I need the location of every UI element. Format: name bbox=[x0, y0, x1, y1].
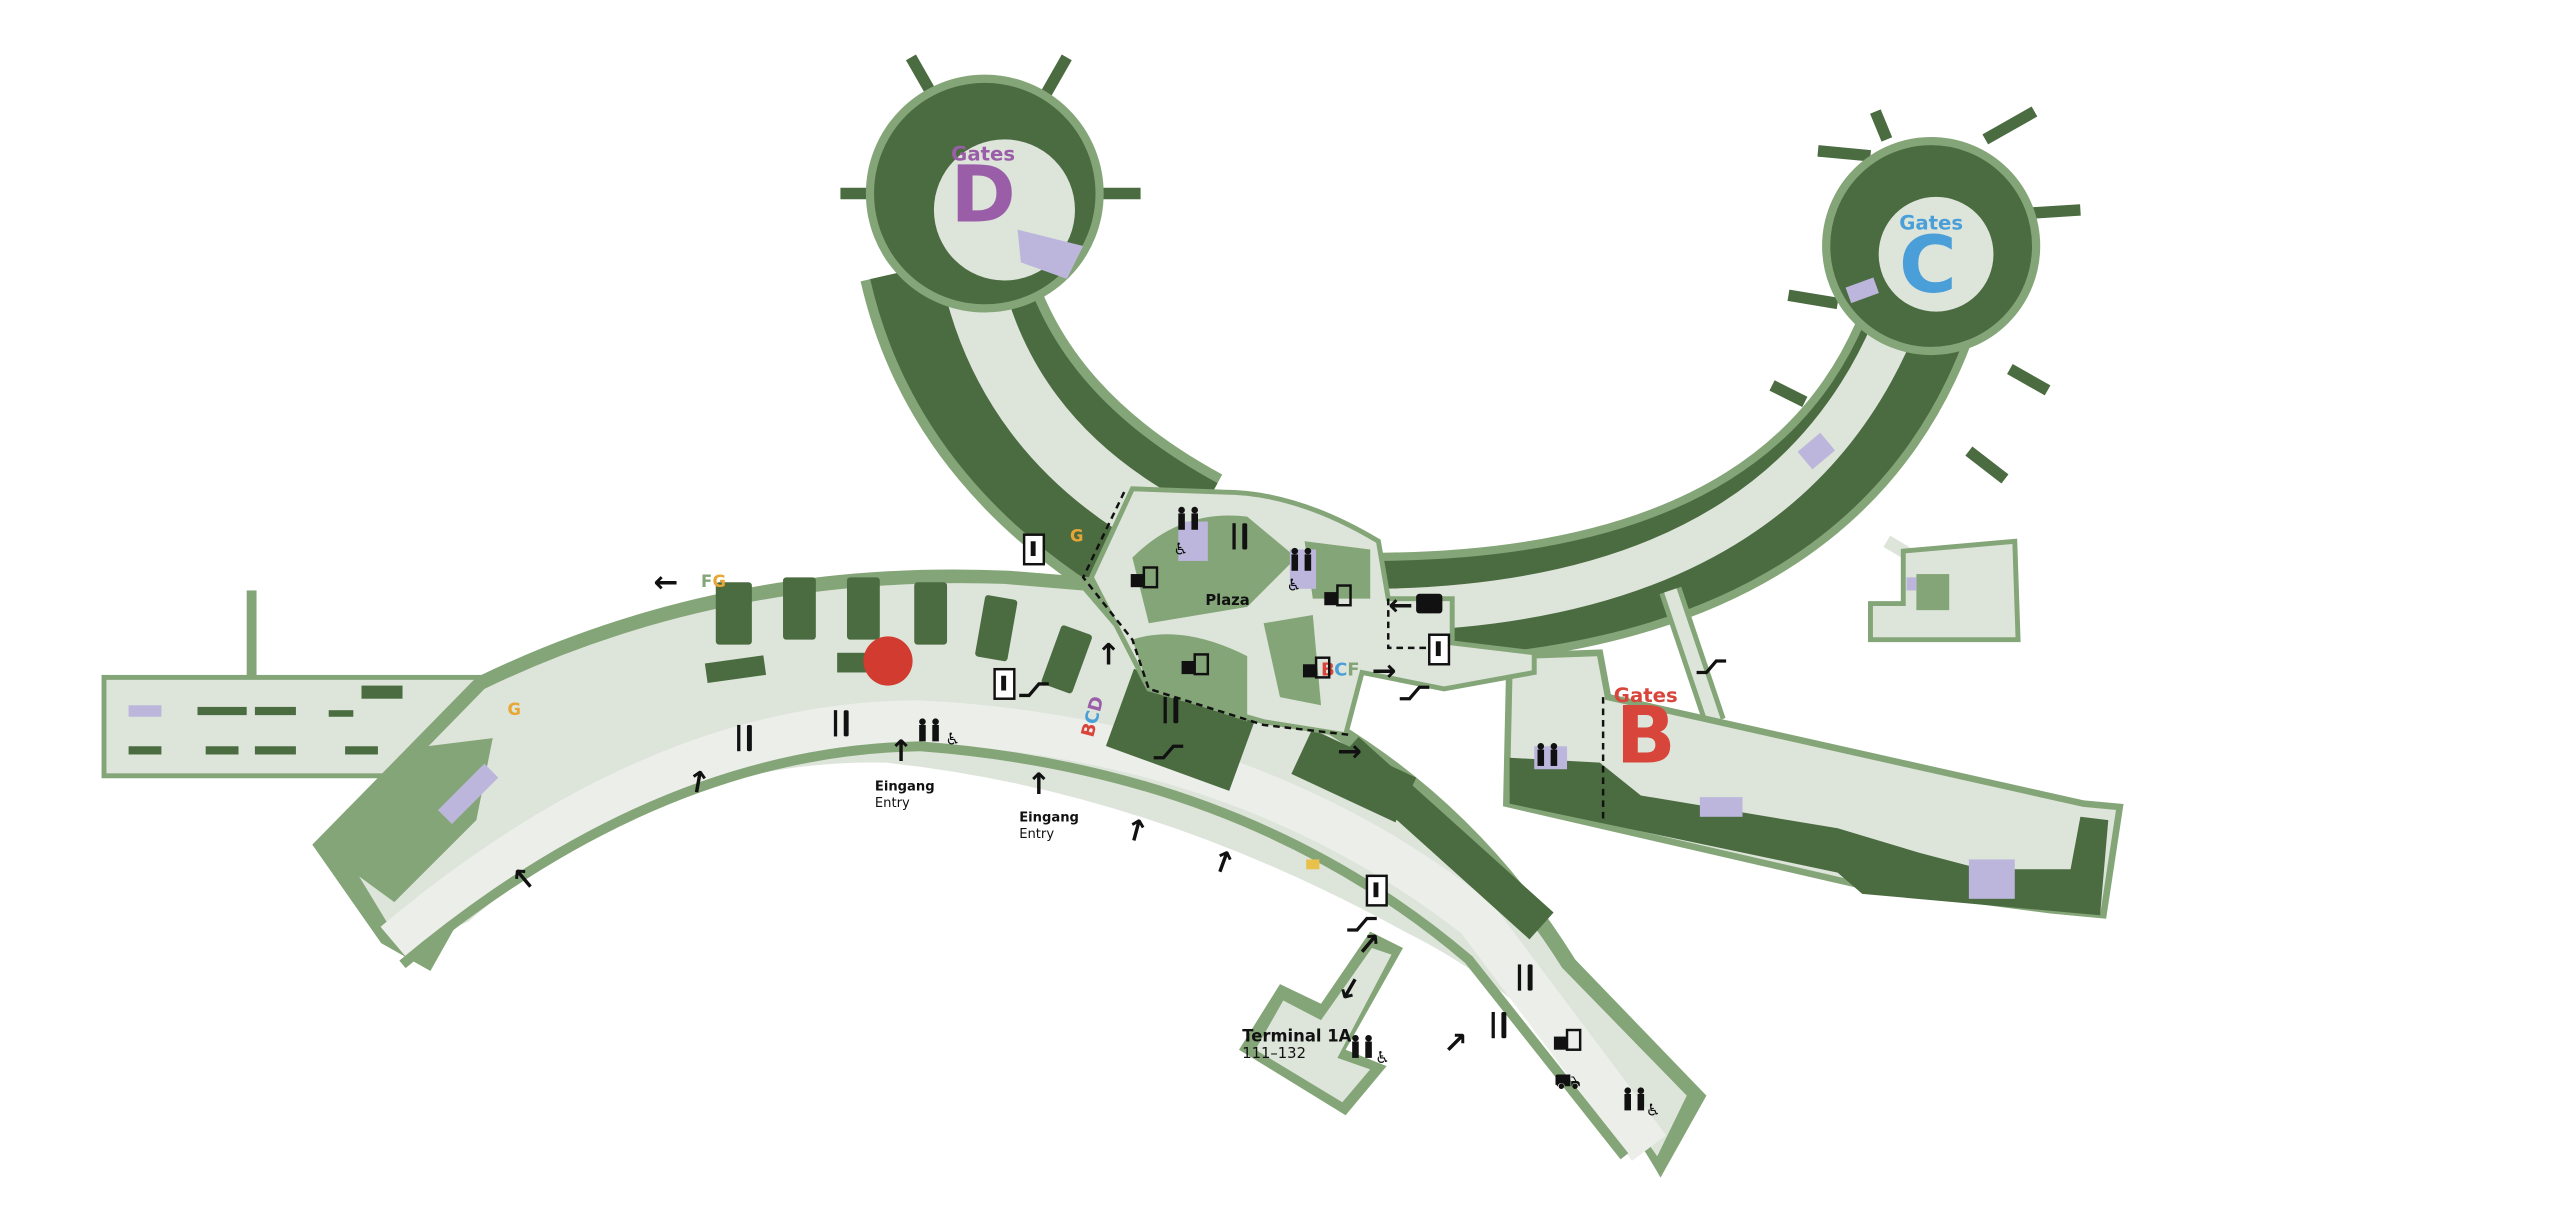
pier-c bbox=[1377, 136, 2041, 668]
elevator-icon bbox=[1428, 633, 1451, 666]
sign-g-north: G bbox=[1070, 526, 1083, 545]
arrow-up-icon: ↑ bbox=[889, 734, 914, 768]
svg-text:Eingang: Eingang bbox=[875, 780, 935, 795]
restroom-icon bbox=[1352, 1034, 1372, 1058]
arrow-up-icon: ↑ bbox=[683, 763, 713, 801]
wheelchair-icon: ♿ bbox=[1375, 1048, 1390, 1067]
pier-b bbox=[1503, 586, 2124, 919]
entrance-2[interactable]: ↑ Eingang Entry bbox=[1019, 767, 1079, 842]
svg-text:C: C bbox=[1334, 660, 1347, 681]
terminal-1a-building bbox=[1238, 931, 1404, 1116]
wheelchair-icon: ♿ bbox=[1287, 575, 1302, 594]
baggage-icon bbox=[1416, 593, 1443, 614]
arrow-up-icon: ↑ bbox=[1027, 767, 1052, 801]
escalator-icon bbox=[1398, 685, 1431, 701]
restaurant-icon bbox=[1491, 1011, 1507, 1039]
elevator-icon bbox=[993, 667, 1016, 700]
svg-text:Terminal 1A: Terminal 1A bbox=[1242, 1027, 1351, 1046]
elevator-icon bbox=[1365, 874, 1388, 907]
wheelchair-icon: ♿ bbox=[945, 730, 960, 749]
arrow-up-icon: ↑ bbox=[1206, 842, 1241, 882]
svg-text:B: B bbox=[1321, 660, 1335, 681]
svg-text:C: C bbox=[1081, 708, 1105, 726]
elevator-icon bbox=[1022, 533, 1046, 566]
plaza-label: Plaza bbox=[1205, 592, 1249, 609]
gate-c-jet-bridges bbox=[1769, 106, 2081, 484]
gate-b-label: Gates B bbox=[1614, 684, 1678, 782]
svg-text:Gates: Gates bbox=[1899, 212, 1963, 235]
arrow-up-icon: ↑ bbox=[1435, 1022, 1477, 1064]
svg-text:D: D bbox=[1084, 694, 1108, 714]
svg-text:F: F bbox=[1347, 660, 1359, 681]
arrow-left-icon: ← bbox=[653, 565, 678, 599]
current-location-marker bbox=[863, 636, 913, 686]
wheelchair-icon: ♿ bbox=[1173, 539, 1188, 558]
svg-text:F: F bbox=[701, 572, 712, 591]
facility-icons: ⛟ ♿ ♿ ♿ ♿ ♿ bbox=[737, 506, 1728, 1119]
svg-text:Eingang: Eingang bbox=[1019, 811, 1079, 826]
sign-bcf: B C F bbox=[1321, 660, 1360, 681]
gate-c-label: Gates C bbox=[1899, 212, 1963, 311]
svg-text:Gates: Gates bbox=[1614, 684, 1678, 707]
svg-text:B: B bbox=[1616, 690, 1676, 782]
svg-text:Gates: Gates bbox=[951, 143, 1015, 166]
wheelchair-icon: ♿ bbox=[1646, 1100, 1661, 1119]
svg-text:111–132: 111–132 bbox=[1242, 1045, 1306, 1062]
arrow-up-icon: ↑ bbox=[1120, 811, 1153, 850]
arrow-up-icon: ↑ bbox=[1096, 637, 1121, 671]
terminal-1a-label: Terminal 1A 111–132 bbox=[1242, 1027, 1351, 1062]
sign-fg: F G bbox=[701, 572, 726, 591]
arrow-right-icon: → bbox=[1372, 654, 1397, 688]
svg-text:D: D bbox=[950, 148, 1015, 240]
svg-text:C: C bbox=[1899, 219, 1957, 311]
sign-bcd: B C D bbox=[1078, 694, 1109, 739]
svg-text:Entry: Entry bbox=[875, 796, 910, 811]
sign-g-west: G bbox=[507, 700, 520, 719]
svg-text:G: G bbox=[713, 572, 726, 591]
gate-d-label: Gates D bbox=[950, 143, 1015, 241]
entrance-1[interactable]: ↑ Eingang Entry bbox=[875, 734, 935, 811]
pier-d bbox=[860, 74, 1224, 625]
arrow-left-icon: ← bbox=[1388, 588, 1413, 622]
arrow-right-icon: → bbox=[1337, 734, 1362, 768]
svg-text:B: B bbox=[1078, 721, 1102, 740]
svg-text:Entry: Entry bbox=[1019, 827, 1054, 842]
cart-icon: ⛟ bbox=[1554, 1070, 1581, 1095]
